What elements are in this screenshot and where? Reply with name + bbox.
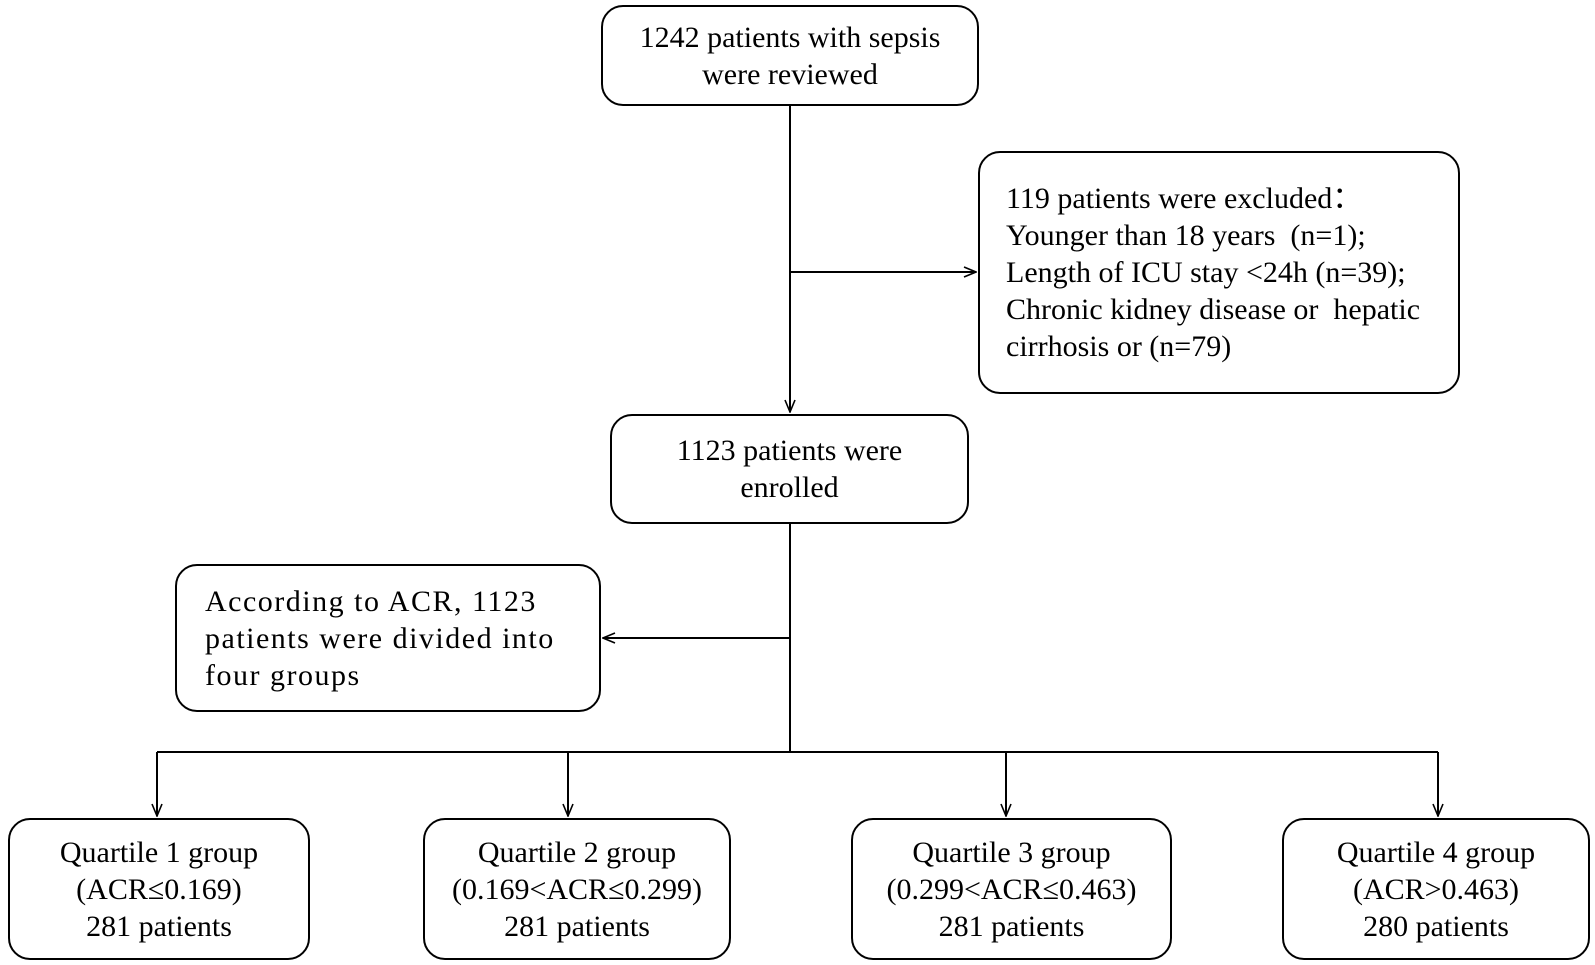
quartile-2-name: Quartile 2 group (477, 835, 677, 869)
reviewed-box: 1242 patients with sepsis were reviewed (601, 5, 979, 106)
quartile-2-range: (0.169<ACR≤0.299) (451, 872, 703, 906)
excluded-line-5: cirrhosis or (n=79) (1006, 330, 1232, 363)
reviewed-line-1: 1242 patients with sepsis (639, 20, 941, 54)
divided-box: According to ACR, 1123 patients were div… (175, 564, 601, 712)
excluded-line-2: Younger than 18 years (n=1); (1006, 219, 1366, 252)
quartile-4-name: Quartile 4 group (1336, 835, 1536, 869)
excluded-line-1: 119 patients were excluded： (1006, 182, 1363, 215)
quartile-2-count: 281 patients (504, 909, 650, 943)
excluded-line-3: Length of ICU stay <24h (n=39); (1006, 256, 1406, 289)
quartile-1-range: (ACR≤0.169) (76, 872, 242, 906)
reviewed-line-2: were reviewed (702, 57, 878, 91)
excluded-line-4: Chronic kidney disease or hepatic (1006, 293, 1421, 326)
quartile-3-count: 281 patients (938, 909, 1085, 943)
quartile-3-range: (0.299<ACR≤0.463) (886, 872, 1137, 906)
quartile-1-name: Quartile 1 group (59, 835, 259, 869)
quartile-4-range: (ACR>0.463) (1352, 872, 1520, 906)
divided-line-1: According to ACR, 1123 (205, 584, 537, 618)
quartile-4-count: 280 patients (1363, 909, 1509, 943)
enrolled-box: 1123 patients were enrolled (610, 414, 969, 524)
enrolled-line-1: 1123 patients were (676, 434, 903, 467)
quartile-3-name: Quartile 3 group (912, 835, 1111, 869)
enrolled-line-2: enrolled (740, 471, 839, 504)
excluded-box: 119 patients were excluded： Younger than… (978, 151, 1460, 394)
quartile-3-box: Quartile 3 group (0.299<ACR≤0.463) 281 p… (851, 818, 1172, 960)
quartile-2-box: Quartile 2 group (0.169<ACR≤0.299) 281 p… (423, 818, 731, 960)
quartile-1-box: Quartile 1 group (ACR≤0.169) 281 patient… (8, 818, 310, 960)
quartile-1-count: 281 patients (86, 909, 232, 943)
divided-line-3: four groups (205, 658, 361, 692)
divided-line-2: patients were divided into (205, 621, 555, 655)
quartile-4-box: Quartile 4 group (ACR>0.463) 280 patient… (1282, 818, 1590, 960)
